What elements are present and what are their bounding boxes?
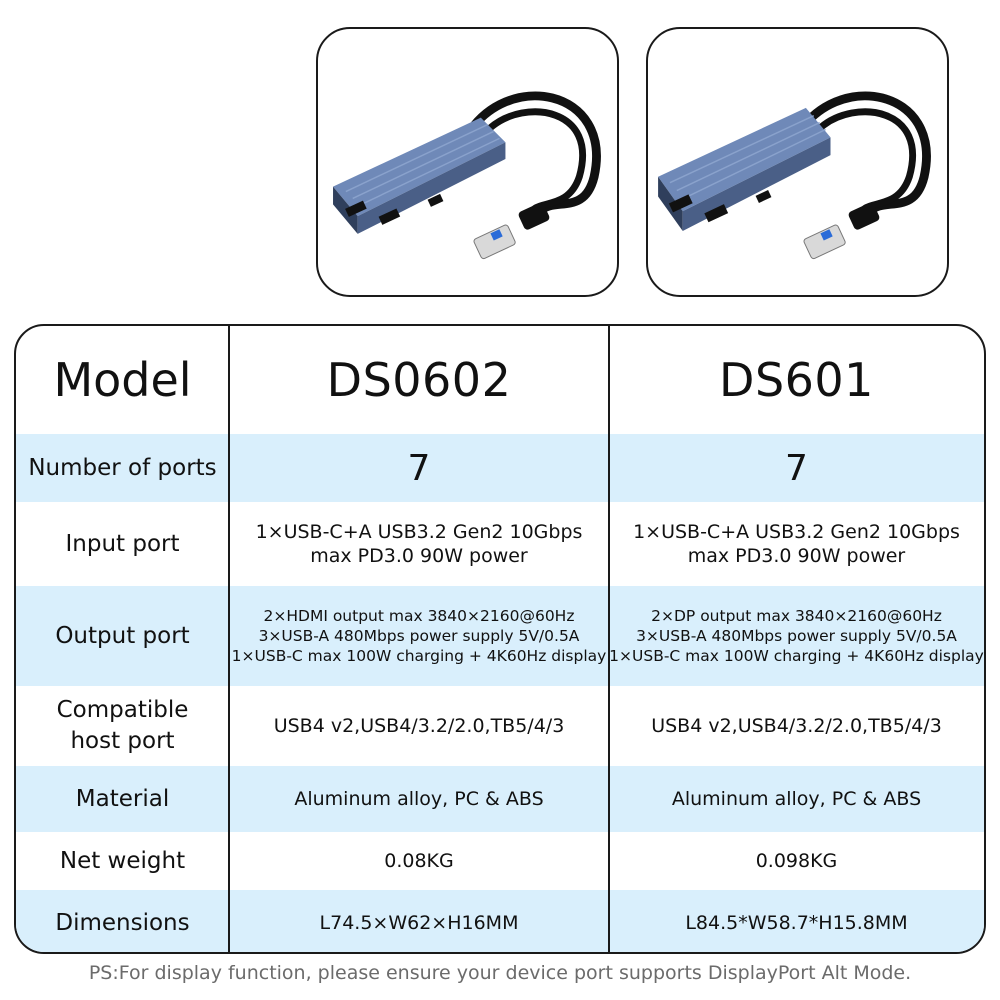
- row-value-a: 7: [407, 447, 431, 489]
- row-value-a: Aluminum alloy, PC & ABS: [294, 788, 544, 810]
- spec-comparison-table: Model DS0602 DS601 Number of ports 7 7 I…: [14, 324, 986, 954]
- table-row: Number of ports 7 7: [16, 434, 984, 502]
- row-label: Input port: [65, 530, 180, 557]
- row-value-a: 1×USB-C max 100W charging + 4K60Hz displ…: [231, 647, 607, 665]
- row-value-b: 1×USB-C+A USB3.2 Gen2 10Gbps: [633, 521, 960, 543]
- table-row: Output port 2×HDMI output max 3840×2160@…: [16, 586, 984, 686]
- row-label: Number of ports: [28, 454, 217, 481]
- row-label: Output port: [55, 622, 190, 649]
- row-value-a: 0.08KG: [384, 850, 454, 872]
- header-model-label: Model: [53, 353, 192, 407]
- table-row: Compatible host port USB4 v2,USB4/3.2/2.…: [16, 686, 984, 766]
- header-model-a: DS0602: [326, 353, 512, 407]
- table-row: Input port 1×USB-C+A USB3.2 Gen2 10Gbps …: [16, 502, 984, 586]
- product-photo-ds601: [646, 27, 949, 297]
- table-row: Dimensions L74.5×W62×H16MM L84.5*W58.7*H…: [16, 890, 984, 952]
- row-value-b: L84.5*W58.7*H15.8MM: [685, 912, 908, 934]
- row-label: Net weight: [59, 847, 186, 874]
- product-photo-ds0602: [316, 27, 619, 297]
- row-value-b: 1×USB-C max 100W charging + 4K60Hz displ…: [609, 647, 984, 665]
- row-value-a: 2×HDMI output max 3840×2160@60Hz: [263, 607, 575, 625]
- row-value-b: max PD3.0 90W power: [687, 545, 906, 567]
- row-value-a: 1×USB-C+A USB3.2 Gen2 10Gbps: [255, 521, 583, 543]
- column-divider: [608, 326, 610, 952]
- usb-hub-image: [333, 91, 601, 260]
- usb-hub-image: [658, 91, 931, 260]
- header-model-b: DS601: [719, 353, 874, 407]
- table-row: Material Aluminum alloy, PC & ABS Alumin…: [16, 766, 984, 832]
- row-value-a: USB4 v2,USB4/3.2/2.0,TB5/4/3: [273, 715, 565, 737]
- row-value-a: 3×USB-A 480Mbps power supply 5V/0.5A: [258, 627, 580, 645]
- column-divider: [228, 326, 230, 952]
- row-label: Material: [75, 785, 170, 812]
- row-value-b: 0.098KG: [755, 850, 838, 872]
- row-value-a: max PD3.0 90W power: [310, 545, 528, 567]
- table-row: Net weight 0.08KG 0.098KG: [16, 832, 984, 890]
- row-label: Compatible: [56, 697, 189, 723]
- footnote: PS:For display function, please ensure y…: [88, 962, 912, 984]
- row-value-a: L74.5×W62×H16MM: [319, 912, 519, 934]
- row-label: host port: [70, 728, 175, 754]
- table-header-row: Model DS0602 DS601: [16, 326, 984, 434]
- row-value-b: 7: [785, 447, 808, 489]
- row-label: Dimensions: [55, 909, 190, 936]
- row-value-b: USB4 v2,USB4/3.2/2.0,TB5/4/3: [651, 715, 942, 737]
- row-value-b: 3×USB-A 480Mbps power supply 5V/0.5A: [636, 627, 957, 645]
- row-value-b: 2×DP output max 3840×2160@60Hz: [651, 607, 942, 625]
- row-value-b: Aluminum alloy, PC & ABS: [671, 788, 922, 810]
